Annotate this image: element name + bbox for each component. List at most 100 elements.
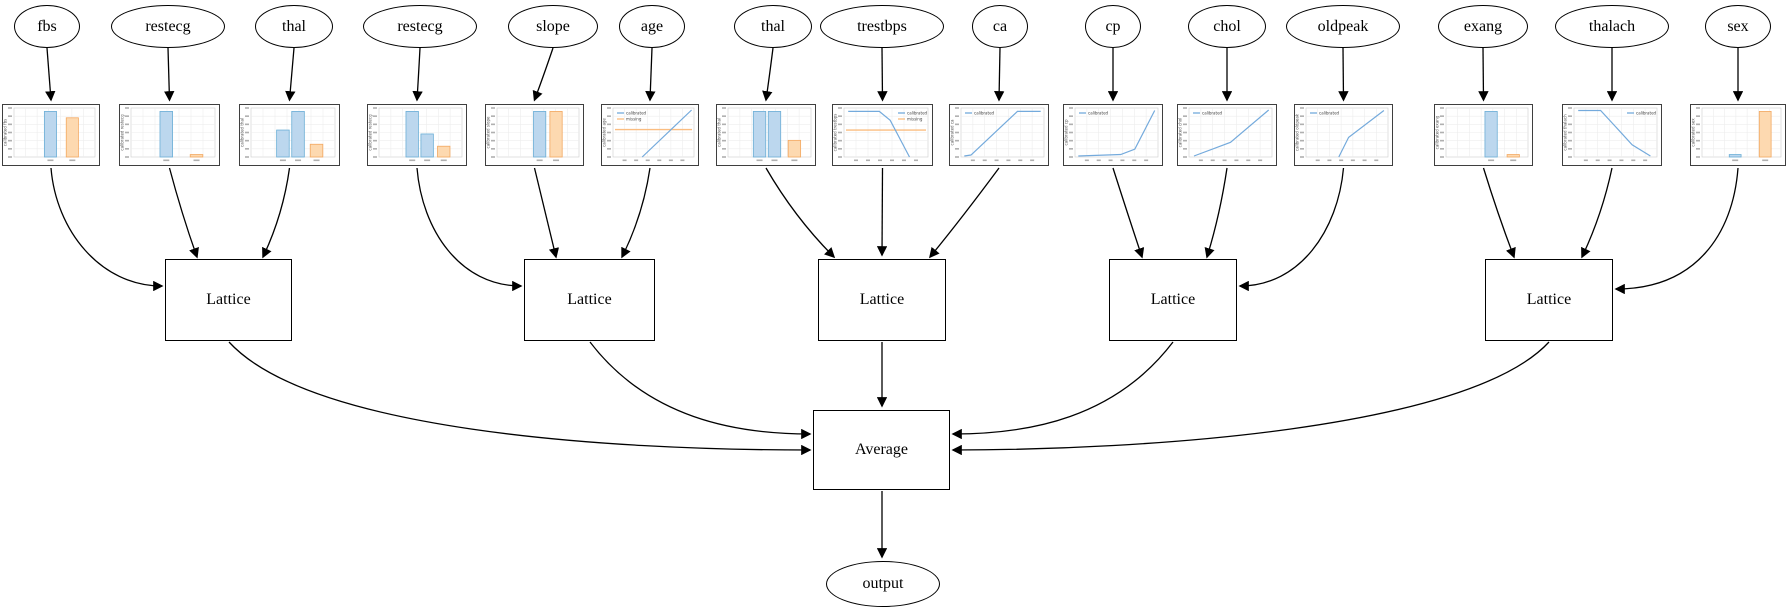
calibrator-chart-thalach: calibrated thalach calibrated — [1562, 104, 1662, 166]
input-label: restecg — [145, 17, 191, 35]
svg-text:calibrated: calibrated — [1202, 111, 1223, 116]
edge-arrow — [762, 47, 774, 102]
lattice-node-2: Lattice — [524, 259, 655, 341]
calibrator-chart-oldpeak: calibrated oldpeak calibrated — [1294, 104, 1393, 166]
input-label: thalach — [1588, 17, 1636, 35]
svg-text:missing: missing — [907, 117, 923, 122]
edge-arrow — [929, 167, 1000, 259]
edge-arrow — [262, 167, 291, 259]
edge-arrow — [877, 47, 888, 102]
edge-arrow — [589, 341, 812, 440]
input-label: age — [640, 17, 664, 35]
svg-text:calibrated restecg: calibrated restecg — [368, 114, 373, 151]
svg-text:calibrated restecg: calibrated restecg — [120, 114, 125, 151]
input-node-thal: thal — [255, 5, 333, 48]
edge-arrow — [45, 47, 56, 102]
edge-arrow — [532, 47, 554, 102]
svg-text:calibrated: calibrated — [1088, 111, 1109, 116]
output-label: output — [862, 575, 904, 592]
svg-text:calibrated thal: calibrated thal — [717, 118, 722, 147]
input-node-fbs: fbs — [14, 5, 80, 48]
input-label: trestbps — [857, 17, 907, 35]
input-label: fbs — [37, 17, 57, 35]
calibrator-chart-thal: calibrated thal — [716, 104, 816, 166]
svg-text:calibrated: calibrated — [626, 111, 647, 116]
lattice-label: Lattice — [859, 291, 905, 308]
edge-arrow — [621, 167, 651, 259]
input-label: exang — [1463, 17, 1503, 35]
lattice-node-3: Lattice — [818, 259, 946, 341]
svg-text:calibrated cp: calibrated cp — [1064, 119, 1069, 146]
edge-arrow — [765, 167, 836, 259]
edge-arrow — [164, 47, 175, 102]
svg-text:missing: missing — [626, 117, 642, 122]
calibrator-chart-restecg: calibrated restecg — [367, 104, 467, 166]
lattice-label: Lattice — [567, 291, 612, 308]
input-node-age: age — [619, 5, 685, 48]
edge-arrow — [951, 341, 1550, 456]
edge-arrow — [533, 167, 560, 259]
input-node-restecg: restecg — [363, 5, 477, 48]
edge-arrow — [228, 341, 812, 456]
edge-arrow — [168, 167, 199, 259]
svg-text:calibrated ca: calibrated ca — [950, 119, 955, 146]
lattice-node-5: Lattice — [1485, 259, 1613, 341]
input-label: sex — [1727, 17, 1749, 35]
edge-arrow — [876, 167, 888, 257]
average-node: Average — [813, 410, 950, 490]
svg-text:calibrated sex: calibrated sex — [1691, 118, 1696, 147]
input-label: thal — [282, 17, 306, 35]
calibrator-chart-thal: calibrated thal — [239, 104, 340, 166]
edge-arrow — [285, 47, 296, 102]
edge-arrow — [994, 47, 1005, 102]
svg-text:calibrated exang: calibrated exang — [1435, 115, 1440, 149]
edge-arrow — [645, 47, 656, 102]
lattice-node-4: Lattice — [1109, 259, 1237, 341]
calibrator-chart-restecg: calibrated restecg — [119, 104, 220, 166]
input-node-chol: chol — [1188, 5, 1266, 48]
edge-arrow — [1338, 47, 1349, 102]
lattice-label: Lattice — [1526, 291, 1572, 308]
input-node-restecg: restecg — [111, 5, 225, 48]
calibrator-chart-chol: calibrated chol calibrated — [1177, 104, 1277, 166]
calibrator-chart-slope: calibrated slope — [485, 104, 584, 166]
input-label: slope — [536, 17, 570, 35]
average-label: Average — [855, 441, 908, 458]
input-node-oldpeak: oldpeak — [1286, 5, 1400, 48]
edge-arrow — [1614, 167, 1739, 295]
output-node: output — [826, 561, 940, 607]
calibrator-chart-cp: calibrated cp calibrated — [1063, 104, 1163, 166]
input-node-cp: cp — [1085, 5, 1141, 48]
svg-text:calibrated thalach: calibrated thalach — [1563, 114, 1568, 151]
edge-arrow — [412, 47, 423, 102]
svg-text:calibrated chol: calibrated chol — [1178, 118, 1183, 148]
input-label: ca — [992, 17, 1008, 35]
input-label: restecg — [397, 17, 443, 35]
edge-arrow — [1204, 167, 1228, 259]
edge-arrow — [1238, 167, 1345, 292]
input-label: chol — [1213, 17, 1241, 35]
svg-text:calibrated: calibrated — [907, 111, 928, 116]
edge-arrow — [1112, 167, 1145, 259]
input-node-slope: slope — [508, 5, 598, 48]
svg-text:calibrated oldpeak: calibrated oldpeak — [1295, 113, 1300, 151]
input-label: cp — [1105, 17, 1121, 35]
lattice-node-1: Lattice — [165, 259, 292, 341]
calibrator-chart-exang: calibrated exang — [1434, 104, 1533, 166]
input-label: thal — [761, 17, 785, 35]
edge-arrow — [416, 167, 523, 292]
svg-text:calibrated: calibrated — [1319, 111, 1340, 116]
lattice-label: Lattice — [206, 291, 251, 308]
svg-text:calibrated age: calibrated age — [602, 118, 607, 147]
input-node-exang: exang — [1438, 5, 1528, 48]
svg-text:calibrated trestbps: calibrated trestbps — [833, 114, 838, 152]
input-node-trestbps: trestbps — [820, 5, 944, 48]
input-node-sex: sex — [1705, 5, 1771, 48]
svg-text:calibrated: calibrated — [1636, 111, 1657, 116]
input-node-ca: ca — [972, 5, 1028, 48]
